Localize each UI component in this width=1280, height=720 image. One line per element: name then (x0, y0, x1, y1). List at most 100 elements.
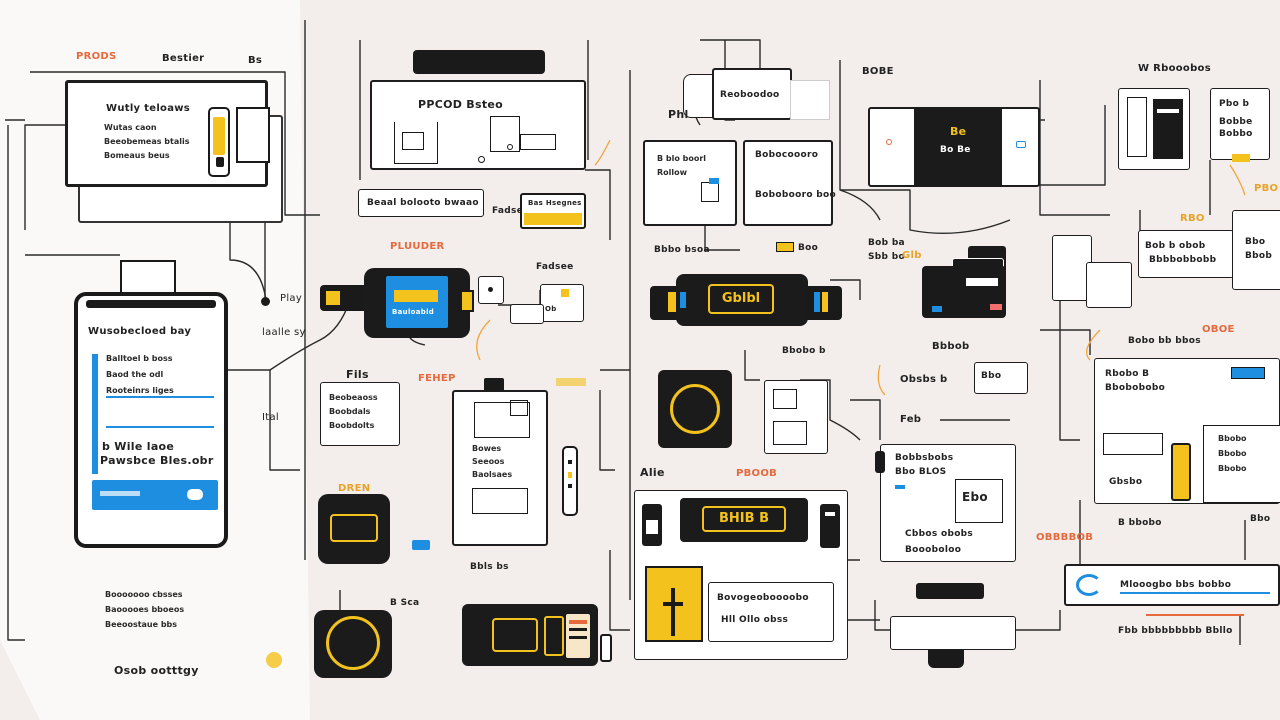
right-list-line-2: Bbbbobbobb (1149, 255, 1217, 265)
center-bottom-line-1: Bovogeoboooobo (717, 593, 809, 603)
info-strip[interactable]: Beaal bolooto bwaao (358, 189, 484, 217)
center-bottom-card[interactable]: Bovogeoboooobo Hll Ollo obss (708, 582, 834, 642)
right-under-right: Bbo (1250, 514, 1271, 524)
phone-device[interactable]: Wusobecloed bay Balltoel b boss Baod the… (74, 292, 228, 548)
file-card[interactable]: Beobeaoss Boobdals Boobdolts (320, 382, 400, 446)
monitor-line: Bomeaus beus (104, 151, 170, 160)
yellow-strip[interactable]: Bas Hsegnes (520, 193, 586, 229)
panel-bottom-2: Boooboloo (905, 545, 962, 555)
right-card-line-1: Bobbe (1219, 117, 1253, 127)
right-list-card[interactable]: Bob b obob Bbbbobbobb (1138, 230, 1234, 278)
center-right-panel[interactable]: Bobbsbobs Bbo BLOS Ebo Cbbos obobs Booob… (875, 444, 1016, 562)
card-line: Rollow (657, 168, 688, 177)
right-orange-1: PBO (1254, 183, 1279, 194)
bottom-line: Baooooes bboeos (105, 605, 185, 614)
right-orange-3: OBOE (1202, 324, 1235, 335)
orange-label-plunder: PLUUDER (390, 241, 445, 252)
right-box-module[interactable] (1052, 235, 1092, 301)
phone-rule (106, 426, 214, 428)
pedestal-screen[interactable] (890, 616, 1016, 650)
connector-module[interactable]: Ob (540, 284, 584, 322)
form-line: Bowes (472, 444, 502, 453)
center-card-right[interactable]: Bobocoooro Bobobooro boo (743, 140, 836, 226)
dial-device[interactable] (314, 610, 392, 678)
bottom-line: Booooooo cbsses (105, 590, 183, 599)
dial-ring-icon (326, 616, 380, 670)
phone-big-line-1: b Wile laoe (102, 440, 175, 453)
label-phl: Phl (668, 108, 689, 121)
card-stack-icon[interactable] (922, 246, 1008, 330)
right-cut-line-1: Bbo (1245, 237, 1266, 247)
form-card[interactable]: Bowes Seeoos Baolsaes (452, 390, 548, 546)
center-right-small-card[interactable]: Bbo (974, 362, 1028, 394)
right-main-panel[interactable]: Rbobo B Bbobobobo Bbobo Bbobo Bbobo Gbsb… (1094, 358, 1280, 504)
label-obsbo: Obsbs b (900, 374, 948, 385)
side-label-ital: Ital (262, 412, 279, 423)
center-under-label: Bbbo bsoa (654, 245, 710, 255)
file-line: Boobdals (329, 407, 371, 416)
right-cut-card[interactable]: Bbo Bbob (1232, 210, 1280, 290)
dark-panel-device[interactable] (462, 604, 598, 666)
left-footer: Osob ootttgy (114, 664, 199, 677)
center-camera[interactable] (764, 380, 828, 454)
center-top-card[interactable]: Reoboodoo (712, 68, 792, 120)
usb-drive-icon (208, 107, 230, 177)
swirl-icon (1076, 574, 1102, 596)
phone-row: Baod the odl (106, 370, 164, 379)
panel-big: Ebo (962, 490, 988, 504)
remote-icon[interactable] (562, 446, 578, 516)
center-top-tab (790, 80, 830, 120)
small-module[interactable] (478, 276, 504, 304)
under-label-2: Sbb bo (868, 252, 905, 262)
bottom-line: Beeoostaue bbs (105, 620, 178, 629)
right-small-card[interactable]: Pbo b Bobbe Bobbo (1210, 88, 1270, 160)
monitor-card[interactable]: Wutly teloaws Wutas caon Beeobemeas btal… (65, 80, 270, 187)
phone-bottom-bar[interactable] (92, 480, 218, 510)
top-card[interactable]: PPCOD Bsteo (370, 80, 586, 170)
schematic-left (394, 122, 438, 164)
right-label-robosa: Bobo bb bbos (1128, 336, 1201, 346)
center-dark-device[interactable]: Gblbl (676, 274, 808, 326)
right-blue-bar[interactable]: Mlooogbo bbs bobbo (1064, 564, 1280, 606)
center-top-card-title: Reoboodoo (720, 90, 780, 100)
pedestal-base (928, 650, 964, 668)
right-blue-bar-text: Mlooogbo bbs bobbo (1120, 580, 1232, 590)
wallet-title: Be (950, 125, 967, 138)
label-bbbo: Bbbob (932, 341, 970, 352)
blue-screen-device[interactable]: Bauloabld (364, 268, 470, 338)
center-bar-label: BHIB B (702, 506, 786, 532)
yellow-tab (556, 378, 586, 386)
phone-row: Rooteinrs liges (106, 386, 174, 395)
bottom-label-bsca: B Sca (390, 598, 420, 608)
file-label: Fils (346, 368, 369, 381)
right-fridge-card[interactable] (1118, 88, 1190, 170)
right-panel-tag: Gbsbo (1109, 477, 1143, 487)
wallet-card[interactable]: Be Bo Be (868, 107, 1040, 187)
center-card-right-line-2: Bobobooro boo (755, 190, 836, 200)
center-bar-device[interactable]: BHIB B (680, 498, 808, 542)
right-card-line-2: Bobbo (1219, 129, 1253, 139)
right-yellow-tag (1232, 154, 1250, 162)
center-card-left[interactable]: B blo boorl Rollow (643, 140, 737, 226)
phone-rows: Balltoel b boss Baod the odl Rooteinrs l… (106, 354, 174, 395)
center-bar-right (820, 504, 840, 548)
yellow-strip-text: Bas Hsegnes (528, 199, 582, 207)
file-lines: Beobeaoss Boobdals Boobdolts (329, 393, 378, 430)
left-bottom-lines: Booooooo cbsses Baooooes bboeos Beeoosta… (105, 590, 184, 629)
info-strip-side: Fadsee (492, 206, 530, 216)
center-yellow-device[interactable] (645, 566, 703, 642)
right-footer-text: Fbb bbbbbbbbb Bbllo (1118, 626, 1233, 636)
small-card-text: Bbo (981, 371, 1002, 381)
card-line: B blo boorl (657, 154, 707, 163)
small-dark-label: DREN (338, 483, 371, 494)
center-dial-device[interactable] (658, 370, 732, 448)
center-bottom-line-2: Hll Ollo obss (721, 615, 789, 625)
connector-module-2 (510, 304, 544, 324)
right-orange-bottom: OBBBBOB (1036, 532, 1094, 543)
yellow-link-left (320, 285, 370, 311)
schematic-right (490, 116, 520, 152)
right-footer-rule (1146, 614, 1244, 616)
blue-connector (412, 540, 430, 550)
small-dark-device[interactable] (318, 494, 390, 564)
